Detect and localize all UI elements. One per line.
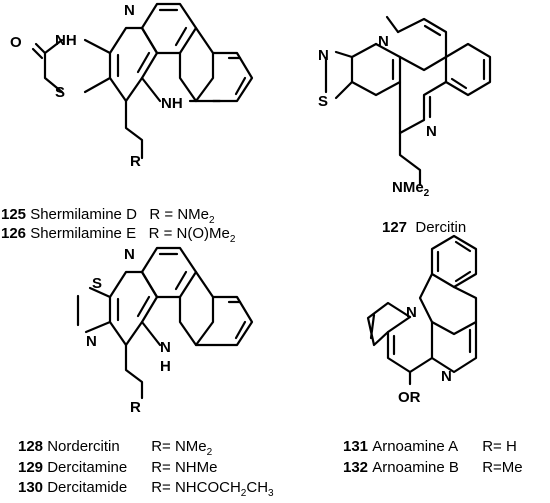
pyridinium-ring	[396, 17, 448, 72]
atom-NH-1: NH	[55, 32, 77, 49]
atom-R-3: R	[130, 399, 141, 416]
caption-125: 125 Shermilamine D R = NMe2	[1, 206, 215, 226]
atom-N-1: N	[124, 2, 135, 19]
atom-NH-3: N	[160, 339, 171, 356]
atom-N-2: N	[318, 47, 329, 64]
structure-nordercitin: S N N N H R	[76, 246, 254, 416]
pyridine-ring-3	[140, 246, 198, 299]
benzene-ring	[178, 26, 215, 103]
atom-S-3: S	[92, 275, 102, 292]
central-ring	[108, 26, 159, 103]
atom-N-5: N	[86, 333, 97, 350]
atom-N-6: N	[406, 304, 417, 321]
structure-shermilamine: O NH N S NH R	[10, 2, 254, 170]
structure-dercitin: N N S N NMe2	[318, 15, 492, 199]
atom-S-2: S	[318, 93, 328, 110]
atom-N-3: N	[426, 123, 437, 140]
pyridine-ring	[140, 2, 198, 55]
atom-OR: OR	[398, 389, 421, 406]
atom-N-q: N	[378, 33, 389, 50]
atom-S-1: S	[55, 84, 65, 101]
atom-NMe2: NMe2	[392, 179, 430, 199]
structure-arnoamine: N N OR	[366, 234, 478, 406]
atom-N-4: N	[124, 246, 135, 263]
indole-ring	[386, 315, 434, 374]
central-ring-3	[108, 270, 159, 347]
caption-127: 127 Dercitin	[382, 219, 467, 236]
atom-N-7: N	[441, 368, 452, 385]
atom-NH-2: NH	[161, 95, 183, 112]
atom-R-1: R	[130, 153, 141, 170]
atom-O-1: O	[10, 34, 22, 51]
atom-H-3: H	[160, 358, 171, 375]
caption-126: 126 Shermilamine E R = N(O)Me2	[1, 225, 236, 245]
